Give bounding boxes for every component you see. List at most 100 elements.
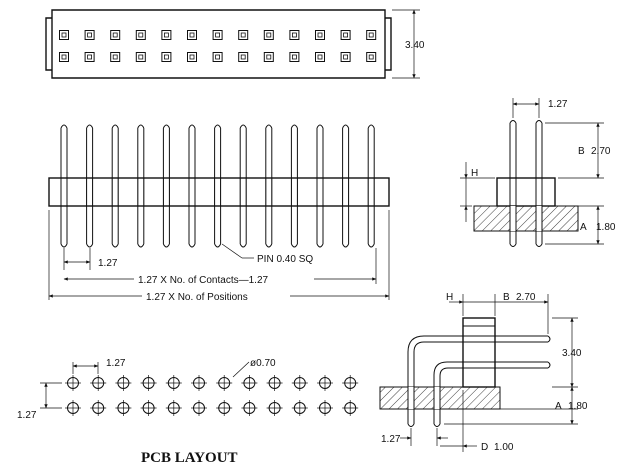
top-pin-inner	[163, 32, 169, 38]
top-pin-outer	[187, 52, 197, 62]
top-pin-outer	[238, 30, 249, 40]
side-view-b-value: 2.70	[591, 146, 611, 157]
front-pin	[265, 124, 273, 248]
right-angle-a-label: A	[555, 401, 562, 412]
top-pin-inner	[317, 54, 323, 60]
top-pin-outer	[340, 52, 351, 62]
front-pin	[290, 124, 298, 248]
top-view-body	[45, 9, 392, 79]
top-pin-outer	[340, 30, 351, 40]
top-pin-outer	[212, 30, 223, 40]
right-angle-pitch-dim: 1.27	[381, 434, 401, 445]
top-pin-outer	[366, 30, 377, 40]
top-pin-inner	[61, 32, 67, 38]
top-pin-outer	[187, 30, 197, 40]
top-pin-outer	[59, 30, 69, 40]
top-pin-inner	[189, 54, 195, 60]
front-pin	[162, 124, 170, 248]
front-view-pins	[60, 124, 375, 248]
top-pin-outer	[110, 30, 121, 40]
top-pin-inner	[368, 54, 374, 60]
right-angle-pin-outer	[407, 335, 551, 427]
top-pin-outer	[59, 52, 69, 62]
top-pin-outer	[84, 30, 95, 40]
front-pin	[188, 124, 196, 248]
top-view-pins	[59, 30, 377, 62]
right-angle-d-label: D	[481, 442, 488, 453]
right-angle-body	[462, 317, 496, 388]
front-view-body-dividers	[60, 178, 375, 206]
front-pin	[60, 124, 68, 248]
contacts-formula: 1.27 X No. of Contacts—1.27	[138, 275, 269, 286]
top-pin-inner	[215, 54, 221, 60]
side-view-a-label: A	[580, 222, 587, 233]
pcb-hole-diameter: ø0.70	[250, 358, 276, 369]
top-pin-inner	[189, 32, 195, 38]
top-pin-outer	[315, 30, 325, 40]
front-pin	[86, 124, 94, 248]
right-angle-b-label: B	[503, 292, 510, 303]
front-pin	[316, 124, 324, 248]
pcb-layout-title: PCB LAYOUT	[141, 450, 238, 466]
side-view-h-label: H	[471, 168, 478, 179]
top-pin-outer	[161, 52, 172, 62]
right-angle-a-value: 1.80	[568, 401, 588, 412]
right-angle-height-value: 3.40	[562, 348, 582, 359]
front-pin	[111, 124, 119, 248]
top-pin-inner	[240, 54, 246, 60]
top-pin-inner	[215, 32, 221, 38]
top-pin-outer	[366, 52, 377, 62]
top-pin-inner	[112, 54, 118, 60]
front-pin	[137, 124, 145, 248]
top-pin-outer	[84, 52, 95, 62]
top-pin-inner	[266, 54, 272, 60]
front-view-pitch-dim: 1.27	[98, 258, 118, 269]
right-angle-d-value: 1.00	[494, 442, 514, 453]
top-pin-outer	[263, 52, 274, 62]
side-view-a-value: 1.80	[596, 222, 616, 233]
right-angle-h-label: H	[446, 292, 453, 303]
pcb-holes	[65, 375, 359, 416]
front-pin	[239, 124, 247, 248]
top-pin-outer	[238, 52, 249, 62]
top-pin-inner	[343, 54, 349, 60]
top-pin-inner	[61, 54, 67, 60]
pin-size-label: PIN 0.40 SQ	[257, 254, 313, 265]
front-pin	[342, 124, 350, 248]
top-pin-outer	[263, 30, 274, 40]
top-pin-inner	[138, 32, 144, 38]
positions-formula: 1.27 X No. of Positions	[146, 292, 248, 303]
top-pin-outer	[135, 30, 146, 40]
top-pin-inner	[87, 32, 92, 38]
top-pin-outer	[161, 30, 172, 40]
top-pin-inner	[240, 32, 246, 38]
top-pin-outer	[289, 30, 300, 40]
top-pin-outer	[289, 52, 300, 62]
right-angle-pin-inner	[433, 361, 551, 427]
top-pin-inner	[317, 32, 323, 38]
top-pin-outer	[110, 52, 121, 62]
front-pin	[214, 124, 222, 248]
front-pin	[367, 124, 375, 248]
top-pin-inner	[291, 54, 297, 60]
pcb-layout: 1.27 1.27 ø0.70 PCB LAYOUT	[17, 358, 359, 466]
top-pin-inner	[343, 32, 349, 38]
side-view-pitch-dim: 1.27	[548, 99, 568, 110]
top-pin-inner	[266, 32, 272, 38]
side-view: 1.27 B 2.70 A 1.80 H	[460, 98, 616, 247]
top-pin-outer	[212, 52, 223, 62]
front-view-body	[48, 177, 390, 207]
top-view: 3.40	[45, 9, 425, 79]
top-pin-inner	[112, 32, 118, 38]
side-view-body	[496, 177, 556, 207]
top-pin-inner	[368, 32, 374, 38]
top-pin-inner	[138, 54, 144, 60]
pcb-pitch-y: 1.27	[17, 410, 37, 421]
right-angle-view: H B 2.70 3.40 A 1.80 1.27 D 1.00	[379, 292, 588, 453]
top-pin-inner	[291, 32, 297, 38]
side-view-b-label: B	[578, 146, 585, 157]
pcb-pitch-x: 1.27	[106, 358, 126, 369]
side-view-pcb	[473, 205, 579, 232]
top-pin-outer	[135, 52, 146, 62]
